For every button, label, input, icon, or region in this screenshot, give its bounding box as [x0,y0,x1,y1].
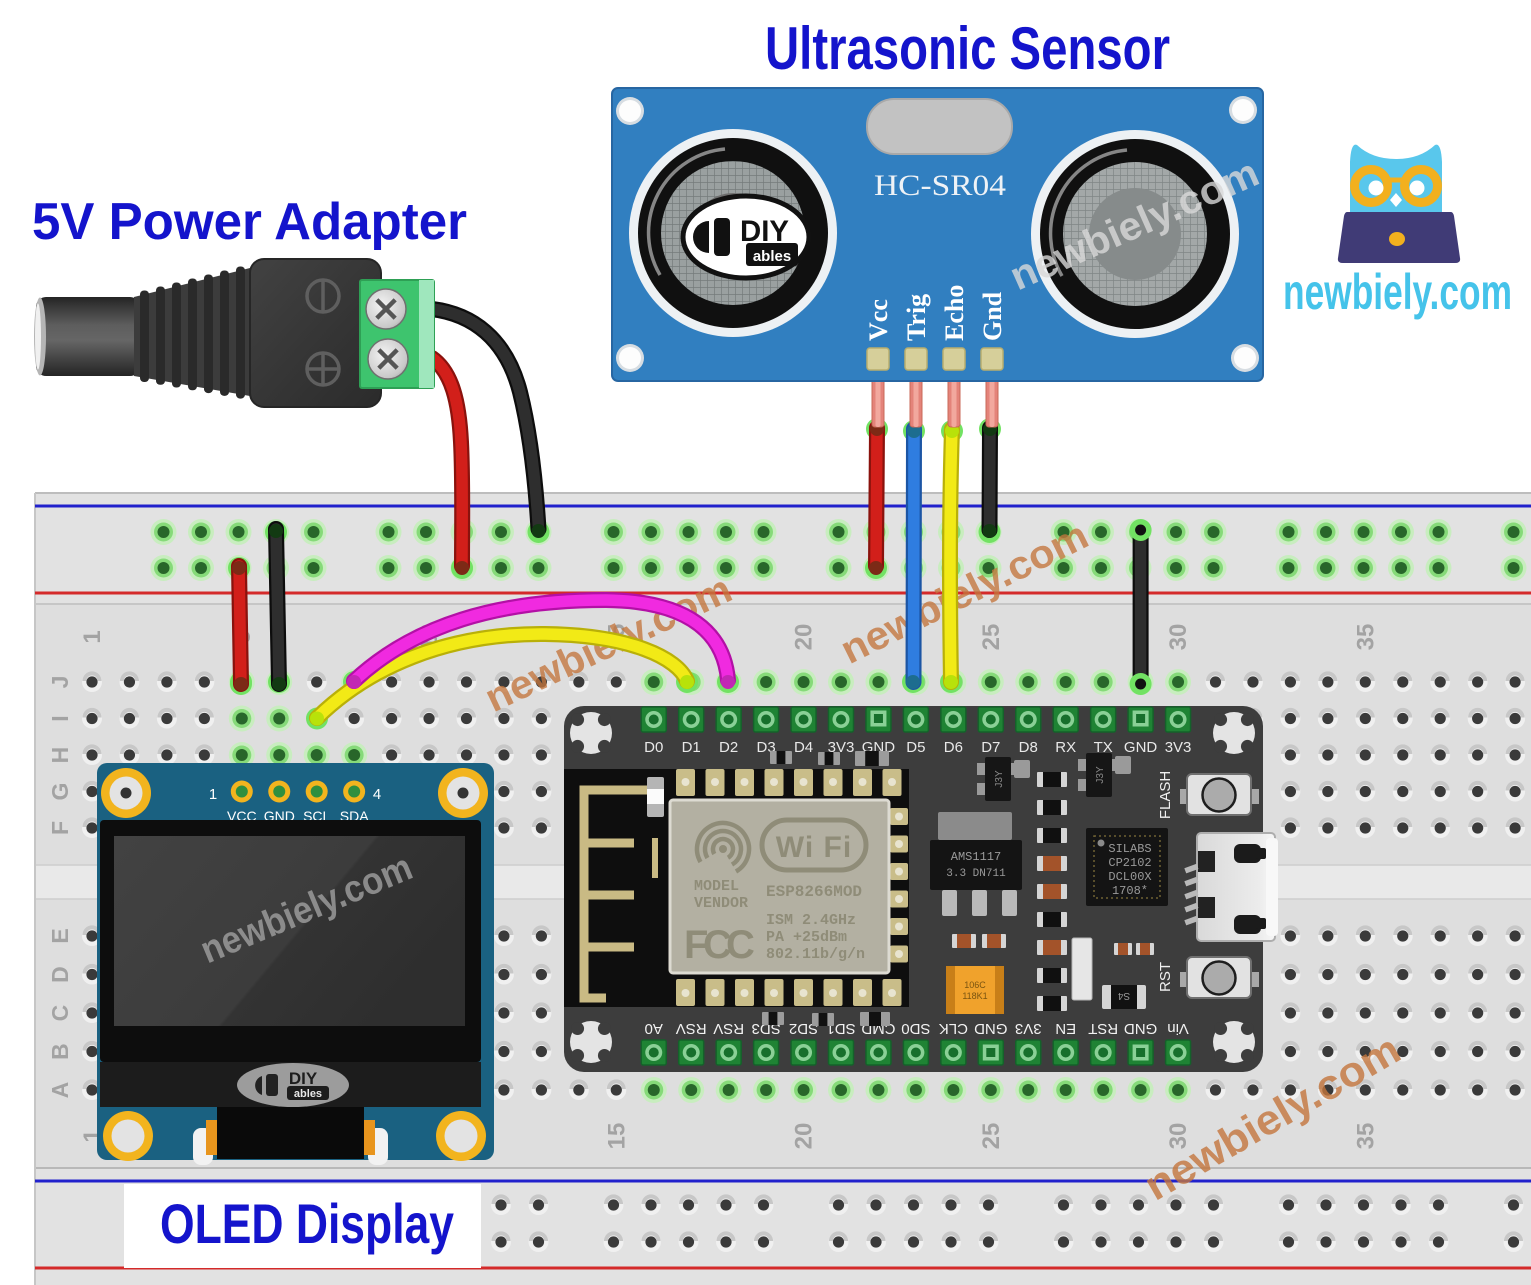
svg-text:ables: ables [294,1088,322,1100]
svg-text:PA +25dBm: PA +25dBm [766,929,847,946]
svg-text:DIY: DIY [289,1069,318,1088]
svg-text:D7: D7 [981,739,1000,756]
svg-text:1: 1 [79,630,106,643]
svg-text:OLED Display: OLED Display [160,1192,454,1255]
svg-text:SD2: SD2 [789,1020,818,1037]
svg-text:G: G [47,783,73,801]
svg-text:DIY: DIY [740,215,789,248]
svg-text:Vin: Vin [1167,1020,1188,1037]
svg-text:EN: EN [1055,1020,1076,1037]
svg-text:C: C [726,923,755,967]
svg-text:D2: D2 [719,739,738,756]
svg-text:F: F [684,923,708,967]
svg-text:3V3: 3V3 [1165,739,1192,756]
svg-text:D1: D1 [682,739,701,756]
svg-text:J3Y: J3Y [994,770,1005,788]
svg-text:C: C [47,1005,73,1022]
svg-text:SD0: SD0 [901,1020,930,1037]
svg-text:I: I [47,715,73,721]
svg-text:CLK: CLK [939,1020,968,1037]
svg-text:J3Y: J3Y [1095,766,1106,784]
svg-text:DCL00X: DCL00X [1108,870,1151,884]
svg-text:3V3: 3V3 [828,739,855,756]
svg-text:RX: RX [1055,739,1076,756]
svg-text:Ultrasonic Sensor: Ultrasonic Sensor [765,15,1170,82]
svg-text:B: B [47,1043,73,1060]
svg-text:20: 20 [791,624,818,651]
svg-text:35: 35 [1352,1123,1379,1150]
svg-text:25: 25 [978,1123,1005,1150]
svg-text:E: E [47,928,73,943]
svg-text:RSV: RSV [676,1020,707,1037]
svg-text:AMS1117: AMS1117 [951,850,1001,864]
svg-text:A0: A0 [645,1020,663,1037]
svg-text:ables: ables [753,248,791,265]
svg-text:5V Power Adapter: 5V Power Adapter [32,193,467,251]
svg-text:ESP8266MOD: ESP8266MOD [766,883,862,901]
svg-text:3V3: 3V3 [1015,1020,1042,1037]
svg-text:J: J [47,676,73,689]
svg-text:Echo: Echo [940,285,969,341]
svg-text:HC-SR04: HC-SR04 [874,169,1006,202]
svg-text:25: 25 [978,624,1005,651]
svg-text:CP2102: CP2102 [1108,856,1151,870]
svg-text:3.3 DN711: 3.3 DN711 [946,868,1006,880]
svg-text:S4: S4 [1117,990,1130,1001]
svg-text:GND: GND [1124,1020,1158,1037]
svg-text:Gnd: Gnd [978,291,1007,341]
svg-text:802.11b/g/n: 802.11b/g/n [766,946,865,963]
svg-text:newbiely.com: newbiely.com [1283,264,1512,320]
svg-text:15: 15 [603,1123,630,1150]
svg-text:GND: GND [1124,739,1158,756]
svg-text:D: D [47,966,73,983]
svg-text:A: A [47,1082,73,1099]
svg-text:Wi Fi: Wi Fi [776,831,852,864]
svg-text:D6: D6 [944,739,963,756]
svg-text:F: F [47,821,73,835]
svg-text:D5: D5 [906,739,925,756]
svg-text:1: 1 [209,786,217,803]
svg-text:106C: 106C [964,980,986,990]
svg-text:VENDOR: VENDOR [694,895,748,912]
svg-text:Vcc: Vcc [864,299,893,341]
svg-text:30: 30 [1165,624,1192,651]
svg-text:MODEL: MODEL [694,878,739,895]
svg-text:118K1: 118K1 [962,991,987,1001]
svg-text:D8: D8 [1019,739,1038,756]
svg-text:FLASH: FLASH [1157,771,1174,819]
svg-text:ISM 2.4GHz: ISM 2.4GHz [766,912,856,929]
svg-text:RST: RST [1157,962,1174,992]
svg-text:C: C [703,923,732,967]
svg-text:30: 30 [1165,1123,1192,1150]
svg-text:TX: TX [1094,739,1113,756]
svg-text:RSV: RSV [713,1020,744,1037]
svg-text:SILABS: SILABS [1108,842,1151,856]
svg-text:Trig: Trig [902,294,931,341]
svg-text:1708*: 1708* [1112,884,1148,898]
svg-text:D4: D4 [794,739,813,756]
svg-text:GND: GND [974,1020,1008,1037]
svg-text:H: H [47,747,73,764]
svg-text:RST: RST [1088,1020,1118,1037]
svg-text:35: 35 [1352,624,1379,651]
svg-text:D0: D0 [644,739,663,756]
svg-text:20: 20 [791,1123,818,1150]
svg-text:4: 4 [373,786,381,803]
